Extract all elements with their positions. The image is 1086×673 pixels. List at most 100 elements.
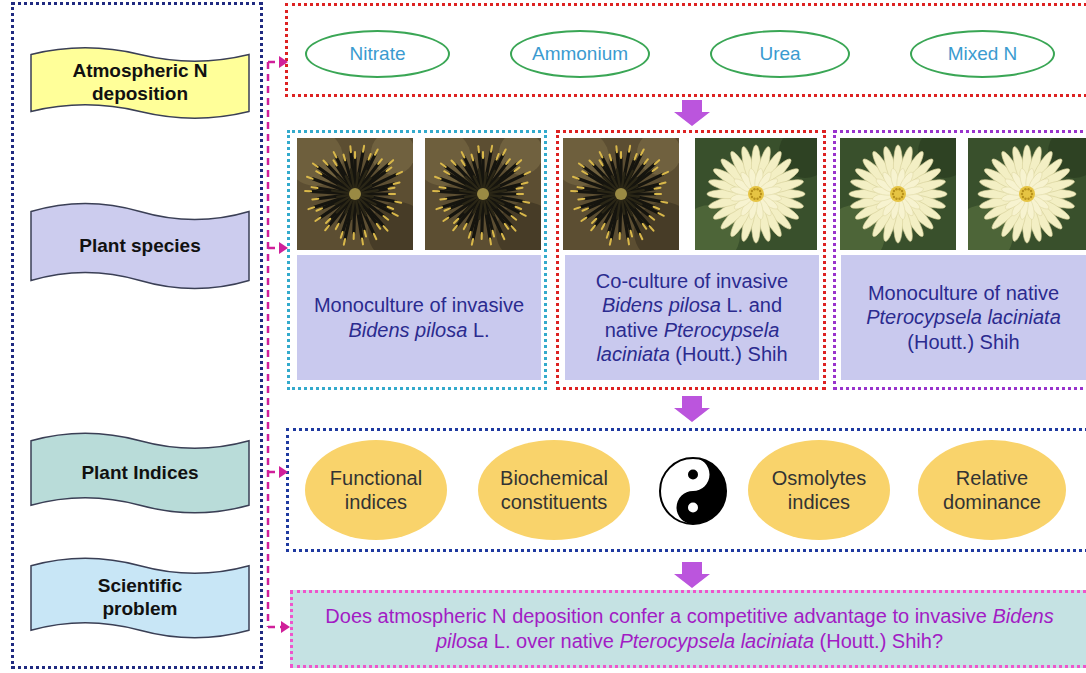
photo-part bbox=[512, 226, 516, 230]
word: Bidens bbox=[602, 294, 663, 316]
photo-part bbox=[363, 146, 364, 152]
word: dominance bbox=[943, 491, 1041, 513]
dashed-bracket bbox=[268, 62, 282, 627]
word: of bbox=[694, 270, 711, 292]
photo-part bbox=[898, 188, 900, 190]
photo-part bbox=[349, 146, 352, 152]
photo-part bbox=[477, 146, 480, 152]
photo-part bbox=[610, 239, 611, 245]
photo-part bbox=[1030, 196, 1032, 198]
word: problem bbox=[103, 598, 178, 619]
row-banner: Scientific problem bbox=[30, 555, 250, 641]
photo-part bbox=[760, 193, 762, 195]
arrowhead bbox=[279, 56, 290, 633]
word: Does bbox=[325, 605, 372, 627]
photo-part bbox=[462, 152, 465, 157]
index-ellipse: Biochemical constituents bbox=[478, 440, 630, 540]
node-label: Urea bbox=[759, 43, 800, 66]
photo-part bbox=[341, 232, 343, 238]
node-label: Co-culture of invasive Bidens pilosa L. … bbox=[575, 269, 809, 367]
photo-part bbox=[1027, 198, 1029, 200]
photo-part bbox=[753, 198, 755, 200]
photo-part bbox=[750, 193, 752, 195]
photo-part bbox=[353, 233, 355, 239]
photo-part bbox=[581, 218, 586, 221]
banner-outline bbox=[31, 558, 249, 638]
photo-part bbox=[392, 213, 397, 216]
photo-part bbox=[644, 159, 648, 164]
photo-part bbox=[901, 196, 903, 198]
photo-part bbox=[395, 202, 401, 203]
photo-part bbox=[435, 177, 441, 179]
word: Indices bbox=[133, 462, 198, 483]
photo-part bbox=[433, 190, 439, 192]
word: indices bbox=[788, 491, 850, 513]
photo-part bbox=[481, 233, 483, 239]
word: Relative bbox=[956, 467, 1028, 489]
photo-part bbox=[493, 231, 495, 237]
node-label: Mixed N bbox=[948, 43, 1018, 66]
photo-part bbox=[1031, 193, 1033, 195]
word: Bidens bbox=[993, 605, 1054, 627]
photo-part bbox=[898, 198, 900, 200]
word: native bbox=[1006, 282, 1059, 304]
photo-part bbox=[440, 186, 446, 189]
word: L. bbox=[726, 294, 743, 316]
photo-part bbox=[441, 163, 446, 167]
word: pilosa bbox=[669, 294, 721, 316]
photo-part bbox=[582, 171, 587, 174]
photo-part bbox=[374, 234, 377, 239]
treatment-box: Co-culture of invasive Bidens pilosa L. … bbox=[565, 255, 819, 380]
photo-part bbox=[344, 239, 345, 245]
photo-part bbox=[377, 224, 381, 229]
photo-part bbox=[451, 161, 455, 165]
photo-part bbox=[627, 238, 630, 244]
word: L. bbox=[494, 630, 511, 652]
photo-part bbox=[615, 188, 627, 200]
photo-part bbox=[520, 213, 525, 216]
word: Bidens bbox=[348, 319, 409, 341]
word: L. bbox=[473, 319, 490, 341]
nitrogen-form-ellipse: Urea bbox=[710, 30, 850, 78]
photo-part bbox=[369, 154, 371, 160]
word: Scientific bbox=[98, 575, 182, 596]
photo-part bbox=[653, 168, 658, 172]
photo-part bbox=[361, 238, 364, 244]
flower-photo bbox=[968, 138, 1086, 250]
word: (Houtt.) bbox=[907, 331, 974, 353]
photo-part bbox=[571, 190, 577, 192]
word: Ammonium bbox=[532, 43, 628, 64]
banner-outline bbox=[31, 48, 249, 118]
word: Functional bbox=[330, 467, 422, 489]
word: (Houtt.) bbox=[675, 343, 742, 365]
photo-part bbox=[323, 161, 327, 165]
word: Co-culture bbox=[596, 270, 688, 292]
photo-part bbox=[371, 138, 413, 175]
word: Plant bbox=[81, 462, 127, 483]
photo-part bbox=[759, 190, 761, 192]
treatment-box: Monoculture of native Pterocypsela lacin… bbox=[841, 255, 1086, 380]
word: advantage bbox=[793, 605, 886, 627]
word: N bbox=[492, 605, 506, 627]
node-label: Plant species bbox=[79, 235, 200, 258]
photo-part bbox=[389, 187, 395, 190]
photo-part bbox=[759, 196, 761, 198]
word: Mixed bbox=[948, 43, 999, 64]
photo-part bbox=[655, 187, 661, 190]
photo-part bbox=[654, 207, 660, 209]
photo-part bbox=[641, 149, 644, 154]
photo-part bbox=[756, 198, 758, 200]
photo-part bbox=[308, 207, 314, 209]
photo-part bbox=[326, 219, 330, 223]
flower-photo bbox=[840, 138, 956, 250]
photo-part bbox=[444, 171, 449, 174]
photo-part bbox=[316, 171, 321, 174]
node-label: Osmolytes indices bbox=[762, 466, 876, 514]
photo-part bbox=[344, 155, 346, 161]
photo-part bbox=[522, 182, 528, 184]
photo-part bbox=[895, 198, 897, 200]
photo-part bbox=[751, 196, 753, 198]
word: native bbox=[605, 319, 658, 341]
photo-part bbox=[1024, 188, 1026, 190]
photo-part bbox=[312, 186, 318, 189]
